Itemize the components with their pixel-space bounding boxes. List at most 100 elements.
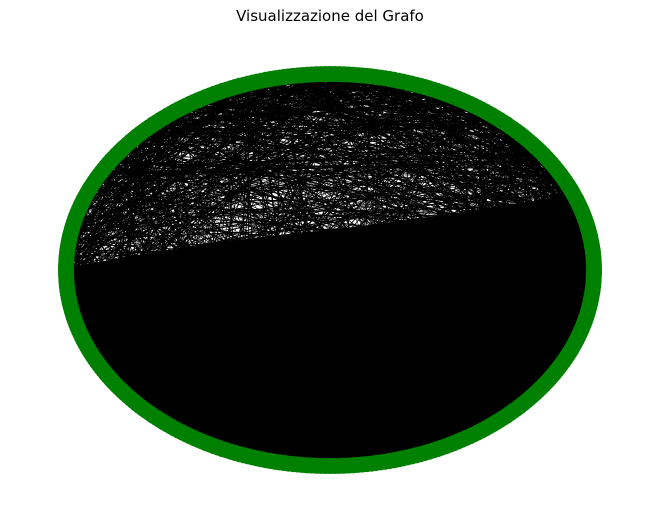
graph-edge — [297, 78, 404, 459]
graph-edge — [186, 105, 587, 318]
graph-edge — [235, 83, 249, 454]
graph-edge — [70, 119, 161, 257]
graph-edge — [70, 266, 203, 442]
graph-edge — [406, 245, 590, 458]
graph-edge — [121, 148, 574, 347]
graph-edge — [178, 109, 590, 240]
graph-edge — [152, 124, 236, 454]
graph-edge — [209, 88, 232, 445]
graph-edge — [70, 131, 517, 278]
graph-edge — [70, 249, 590, 257]
graph-edge — [77, 78, 308, 328]
graph-edge — [130, 80, 399, 142]
graph-edge — [127, 96, 454, 145]
graph-edge — [98, 225, 588, 366]
graph-edge — [339, 78, 590, 254]
graph-edge — [256, 81, 386, 462]
graph-edge — [465, 133, 521, 439]
graph-edge — [185, 174, 562, 435]
graph-edge — [70, 259, 590, 288]
graph-edge — [343, 133, 521, 462]
graph-edge — [133, 138, 583, 328]
graph-edge — [80, 78, 368, 335]
graph-edge — [357, 78, 557, 170]
graph-edge — [70, 119, 500, 254]
graph-edge — [78, 209, 147, 412]
graph-edge — [201, 78, 345, 442]
graph-edge — [75, 215, 285, 462]
graph-edge — [528, 174, 562, 399]
graph-edge — [149, 126, 271, 462]
graph-edge — [160, 119, 590, 257]
graph-edge — [70, 85, 421, 291]
graph-edge — [96, 177, 490, 427]
graph-edge — [90, 126, 511, 188]
graph-edge — [70, 78, 354, 271]
graph-edge — [424, 209, 582, 454]
graph-edge — [136, 136, 308, 462]
graph-edge — [528, 141, 587, 318]
graph-edge — [311, 78, 590, 281]
graph-edge — [76, 215, 412, 457]
graph-edge — [205, 85, 240, 444]
graph-edge — [136, 135, 590, 264]
graph-edge — [74, 78, 331, 321]
graph-edge — [402, 81, 576, 344]
graph-edge — [461, 100, 590, 295]
graph-edge — [127, 143, 299, 462]
edge-group-upper — [70, 78, 590, 462]
graph-edge — [77, 146, 536, 213]
graph-edge — [124, 146, 331, 462]
graph-edge — [492, 171, 559, 425]
graph-edge — [189, 103, 590, 284]
graph-edge — [189, 103, 345, 462]
graph-edge — [185, 83, 249, 435]
graph-edge — [81, 196, 575, 204]
graph-edge — [252, 78, 381, 458]
graph-edge — [74, 128, 147, 321]
graph-edge — [167, 228, 589, 425]
graph-edge — [261, 80, 589, 230]
graph-edge — [156, 109, 482, 419]
graph-edge — [70, 92, 219, 247]
graph-edge — [70, 269, 138, 404]
graph-edge — [127, 286, 590, 397]
graph-edge — [222, 90, 570, 188]
graph-edge — [201, 259, 590, 442]
graph-edge — [86, 193, 165, 423]
graph-edge — [70, 92, 442, 284]
graph-edge — [256, 78, 345, 459]
graph-edge — [213, 93, 482, 431]
graph-edge — [70, 180, 566, 271]
graph-edge — [121, 78, 349, 150]
graph-edge — [139, 92, 442, 407]
graph-edge — [108, 131, 144, 377]
graph-edge — [320, 78, 586, 321]
graph-edge — [178, 79, 267, 431]
graph-edge — [274, 78, 541, 153]
graph-edge — [252, 269, 590, 458]
graph-edge — [193, 101, 219, 448]
graph-edge — [234, 86, 340, 462]
graph-edge — [226, 89, 524, 137]
graph-edge — [343, 78, 590, 281]
graph-edge — [83, 78, 340, 201]
graph-edge — [83, 78, 363, 341]
graph-edge — [477, 111, 486, 433]
graph-edge — [92, 183, 514, 412]
graph-edge — [239, 85, 272, 462]
graph-edge — [130, 78, 344, 142]
graph-edge — [174, 111, 564, 179]
graph-edge — [136, 190, 572, 404]
graph-edge — [70, 115, 168, 291]
graph-edge — [83, 199, 459, 442]
graph-edge — [146, 128, 363, 462]
graph-edge — [70, 78, 317, 250]
graph-edge — [70, 259, 180, 431]
graph-edge — [81, 202, 115, 383]
graph-edge — [545, 157, 576, 344]
graph-edge — [113, 157, 326, 462]
graph-edge — [389, 232, 590, 462]
graph-edge — [70, 78, 349, 278]
graph-edge — [265, 232, 590, 461]
